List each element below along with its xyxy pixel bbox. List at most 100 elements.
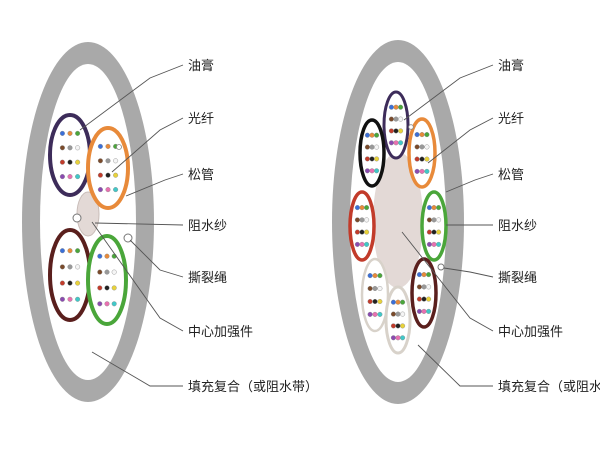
right-tube-black-fiber-dot-icon-10: [364, 168, 370, 174]
right-tube-purple-fiber-dot-icon-2: [393, 104, 399, 110]
left-tube-green-fiber-dot-icon-9: [111, 285, 117, 291]
left-label-yarn: 阻水纱: [188, 219, 228, 234]
right-tube-natural-fiber-dot-icon-5: [395, 311, 401, 317]
right-leader-filler: [417, 344, 493, 387]
right-tube-orange-fiber-dot-icon-2: [419, 132, 425, 138]
right-tube-green-fiber-dot-icon-4: [426, 217, 432, 223]
right-tube-natural-fiber-dot-icon-3: [400, 299, 406, 305]
left-leader-ripcord: [129, 239, 184, 278]
right-tube-black-loose-tube-icon: [358, 118, 386, 188]
right-tube-white-fiber-dot-icon-2: [372, 273, 378, 279]
right-tube-white-fiber-dot-icon-8: [372, 299, 378, 305]
left-tube-purple-fiber-dot-icon-1: [59, 130, 65, 136]
right-tube-white-fiber-dot-icon-11: [372, 311, 378, 317]
right-tube-natural-fiber-dot-icon-9: [400, 323, 406, 329]
left-tube-purple-fiber-dot-icon-3: [75, 130, 81, 136]
left-tube-orange-fiber-dot-icon-4: [97, 158, 103, 164]
left-tube-orange-fiber-dot-icon-10: [97, 187, 103, 193]
right-tube-green-loose-tube-icon: [420, 190, 448, 262]
right-tube-red-loose-tube-icon: [348, 190, 376, 262]
right-tube-maroon-fiber-dot-icon-11: [421, 308, 427, 314]
left-label-loose-tube: 松管: [188, 168, 215, 183]
right-tube-white-loose-tube-icon: [360, 257, 390, 333]
right-tube-green-fiber-dot-icon-5: [431, 217, 437, 223]
left-tube-maroon-loose-tube-icon: [48, 228, 92, 322]
left-tube-green-fiber-dot-icon-1: [97, 253, 103, 259]
right-tube-black-fiber-dot-icon-6: [374, 144, 380, 150]
right-tube-orange-loose-tube-icon: [407, 117, 437, 189]
left-tube-purple-fiber-dot-icon-8: [67, 159, 73, 165]
right-center-strength-member: [373, 152, 423, 288]
right-tube-red-fiber-dot-icon-5: [359, 217, 365, 223]
right-tube-white-fiber-dot-icon-3: [377, 273, 383, 279]
right-tube-natural-fiber-dot-icon-8: [395, 323, 401, 329]
left-tube-maroon-fiber-dot-icon-8: [67, 280, 73, 286]
right-tube-purple-fiber-dot-icon-3: [398, 104, 404, 110]
right-tube-purple-fiber-dot-icon-12: [398, 140, 404, 146]
left-tube-purple-fiber-dot-icon-11: [67, 174, 73, 180]
right-tube-purple-fiber-dot-icon-10: [388, 140, 394, 146]
left-tube-purple-fiber-dot-icon-5: [67, 145, 73, 151]
right-tube-green-fiber-dot-icon-6: [436, 217, 442, 223]
left-leader-loose-tube: [125, 173, 184, 197]
right-tube-natural-fiber-dot-icon-11: [395, 335, 401, 341]
right-tube-orange-fiber-dot-icon-8: [419, 156, 425, 162]
right-tube-red-fiber-dot-icon-8: [359, 229, 365, 235]
left-tube-purple-fiber-dot-icon-10: [59, 174, 65, 180]
right-tube-red-fiber-dot-icon-1: [354, 205, 360, 211]
right-tube-natural-fiber-dot-icon-4: [390, 311, 396, 317]
right-tube-orange-fiber-dot-icon-1: [414, 132, 420, 138]
right-label-fiber: 光纤: [498, 112, 525, 127]
left-tube-orange-fiber-dot-icon-12: [113, 187, 119, 193]
right-tube-maroon-fiber-dot-icon-9: [426, 296, 432, 302]
right-label-filler: 填充复合（或阻水带）: [498, 380, 600, 395]
left-tube-orange-fiber-dot-icon-6: [113, 158, 119, 164]
left-tube-green-fiber-dot-icon-11: [104, 301, 110, 307]
right-tube-natural-fiber-dot-icon-7: [390, 323, 396, 329]
right-tube-green-fiber-dot-icon-8: [431, 229, 437, 235]
right-label-ripcord: 撕裂绳: [498, 271, 538, 286]
right-tube-green-fiber-dot-icon-10: [426, 241, 432, 247]
right-tube-maroon-fiber-dot-icon-3: [426, 272, 432, 278]
left-tube-green-fiber-dot-icon-5: [104, 269, 110, 275]
left-tube-orange-loose-tube-icon: [86, 126, 130, 210]
right-tube-natural-fiber-dot-icon-10: [390, 335, 396, 341]
right-tube-orange-fiber-dot-icon-5: [419, 144, 425, 150]
left-tube-purple-fiber-dot-icon-6: [75, 145, 81, 151]
left-tube-orange-fiber-dot-icon-7: [97, 172, 103, 178]
right-tube-natural-loose-tube-icon: [384, 285, 412, 355]
right-tube-orange-fiber-dot-icon-3: [424, 132, 430, 138]
right-tube-black-fiber-dot-icon-8: [369, 156, 375, 162]
right-tube-red-fiber-dot-icon-3: [364, 205, 370, 211]
right-tube-red-fiber-dot-icon-7: [354, 229, 360, 235]
left-tube-green-fiber-dot-icon-6: [111, 269, 117, 275]
left-tube-green-fiber-dot-icon-4: [97, 269, 103, 275]
right-tube-purple-fiber-dot-icon-7: [388, 128, 394, 134]
right-tube-orange-fiber-dot-icon-11: [419, 168, 425, 174]
left-water-blocking-yarn-icon-1: [72, 213, 82, 223]
left-tube-maroon-fiber-dot-icon-5: [67, 264, 73, 270]
right-tube-white-fiber-dot-icon-10: [367, 311, 373, 317]
right-tube-purple-fiber-dot-icon-11: [393, 140, 399, 146]
right-tube-orange-fiber-dot-icon-9: [424, 156, 430, 162]
right-tube-black-fiber-dot-icon-9: [374, 156, 380, 162]
right-leader-loose-tube: [445, 173, 494, 193]
left-tube-orange-fiber-dot-icon-8: [105, 172, 111, 178]
right-tube-natural-fiber-dot-icon-2: [395, 299, 401, 305]
right-tube-maroon-fiber-dot-icon-5: [421, 284, 427, 290]
left-tube-maroon-fiber-dot-icon-12: [75, 296, 81, 302]
right-tube-red-fiber-dot-icon-12: [364, 241, 370, 247]
left-leader-center-member: [91, 221, 184, 332]
right-tube-white-fiber-dot-icon-7: [367, 299, 373, 305]
right-tube-green-fiber-dot-icon-3: [436, 205, 442, 211]
right-tube-purple-fiber-dot-icon-1: [388, 104, 394, 110]
right-tube-maroon-fiber-dot-icon-1: [416, 272, 422, 278]
left-tube-green-fiber-dot-icon-8: [104, 285, 110, 291]
left-label-ripcord: 撕裂绳: [188, 271, 228, 286]
right-tube-black-fiber-dot-icon-11: [369, 168, 375, 174]
right-tube-black-fiber-dot-icon-4: [364, 144, 370, 150]
right-label-ointment: 油膏: [498, 59, 525, 74]
right-tube-maroon-loose-tube-icon: [410, 257, 438, 329]
left-leader-yarn: [94, 222, 184, 226]
right-tube-natural-fiber-dot-icon-6: [400, 311, 406, 317]
